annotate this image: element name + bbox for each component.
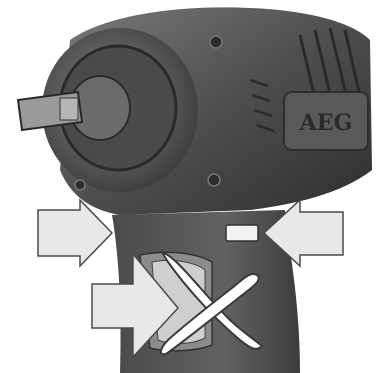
led-light <box>226 225 258 241</box>
brand-label: AEG <box>299 110 353 136</box>
